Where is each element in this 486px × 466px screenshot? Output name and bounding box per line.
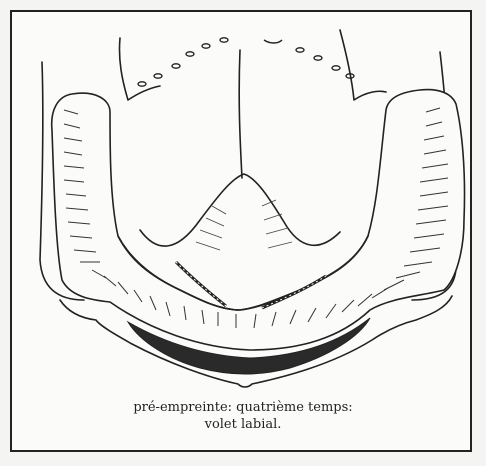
tray-outer-contour [52, 90, 465, 350]
midline [239, 50, 242, 178]
palatal-dots [138, 38, 354, 86]
palate-outline [119, 30, 386, 100]
figure-caption-line2: volet labial. [0, 417, 486, 433]
figure-caption-line1: pré-empreinte: quatrième temps: [0, 400, 486, 416]
lingual-flange [140, 174, 340, 246]
